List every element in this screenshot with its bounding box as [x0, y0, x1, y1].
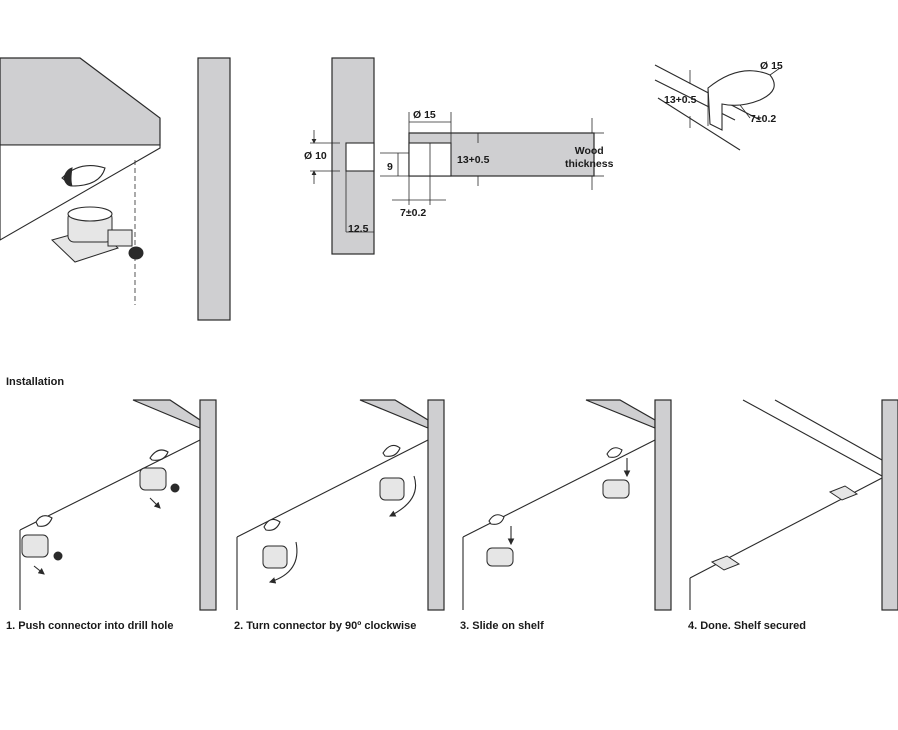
step-2-illustration	[236, 399, 445, 611]
dim-offset: 9	[387, 161, 393, 173]
isometric-hole-detail	[654, 64, 781, 151]
step-3-label: 3. Slide on shelf	[460, 620, 544, 632]
installation-title: Installation	[6, 376, 65, 388]
cross-section-drawing	[310, 57, 604, 255]
iso-dim-edge: 7±0.2	[750, 113, 777, 125]
step-3-illustration	[462, 399, 672, 611]
iso-dim-diameter: Ø 15	[760, 60, 783, 72]
dim-top-diameter: Ø 15	[413, 109, 436, 121]
dim-panel-offset: 12.5	[348, 223, 369, 235]
drill-hole	[61, 165, 106, 187]
shelf-perspective-illustration	[0, 57, 161, 305]
step-1-illustration	[19, 399, 217, 611]
dim-wood-thickness: Wood thickness	[565, 145, 614, 170]
dim-side-diameter: Ø 10	[304, 150, 327, 162]
dim-depth: 13+0.5	[457, 154, 490, 166]
step-1-label: 1. Push connector into drill hole	[6, 620, 174, 632]
side-panel	[197, 57, 231, 321]
dim-edge: 7±0.2	[400, 207, 427, 219]
iso-dim-depth: 13+0.5	[664, 94, 697, 106]
step-2-label: 2. Turn connector by 90º clockwise	[234, 620, 417, 632]
connector-part	[51, 206, 144, 263]
step-4-label: 4. Done. Shelf secured	[688, 620, 806, 632]
step-4-illustration	[689, 399, 898, 611]
